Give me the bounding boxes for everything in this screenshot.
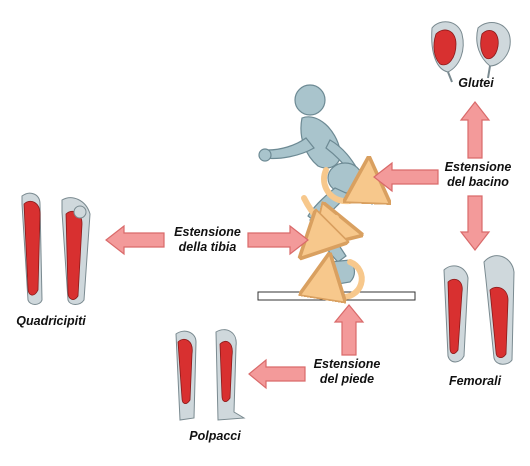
femorali-illustration: [443, 255, 515, 365]
arrow-to-femorali: [459, 195, 491, 251]
rotation-arrow-ankle: [326, 262, 365, 297]
rotation-arrow-hip: [321, 170, 368, 201]
label-femorali: Femorali: [448, 374, 502, 388]
runner-figure: [258, 84, 377, 287]
label-estensione-bacino: Estensione del bacino: [438, 160, 518, 190]
quadricipiti-illustration: [21, 192, 91, 305]
arrow-piede-to-plate: [333, 304, 365, 356]
label-glutei: Glutei: [458, 76, 494, 90]
label-estensione-piede: Estensione del piede: [307, 357, 387, 387]
rotation-arrow-knee-back: [316, 218, 336, 242]
glutei-illustration: [431, 21, 511, 83]
rotation-arrows: [304, 170, 368, 297]
label-estensione-piede-line1: Estensione: [313, 357, 381, 371]
arrow-to-quadricipiti: [105, 224, 165, 256]
runner-hand: [258, 148, 272, 162]
label-quadricipiti: Quadricipiti: [16, 314, 86, 328]
runner-head: [294, 84, 326, 116]
block-arrows: [105, 101, 491, 390]
arrow-tibia-to-knee: [247, 224, 309, 256]
label-estensione-tibia-line2: della tibia: [178, 240, 237, 254]
label-estensione-piede-line2: del piede: [319, 372, 375, 386]
arrow-to-glutei: [459, 101, 491, 159]
label-estensione-tibia: Estensione della tibia: [165, 225, 250, 255]
label-estensione-bacino-line2: del bacino: [447, 175, 509, 189]
label-estensione-bacino-line1: Estensione: [444, 160, 512, 174]
arrow-bacino-to-hip: [373, 161, 439, 193]
label-polpacci: Polpacci: [189, 429, 241, 443]
arrow-to-polpacci: [248, 358, 306, 390]
polpacci-illustration: [175, 329, 246, 421]
label-estensione-tibia-line1: Estensione: [174, 225, 241, 239]
